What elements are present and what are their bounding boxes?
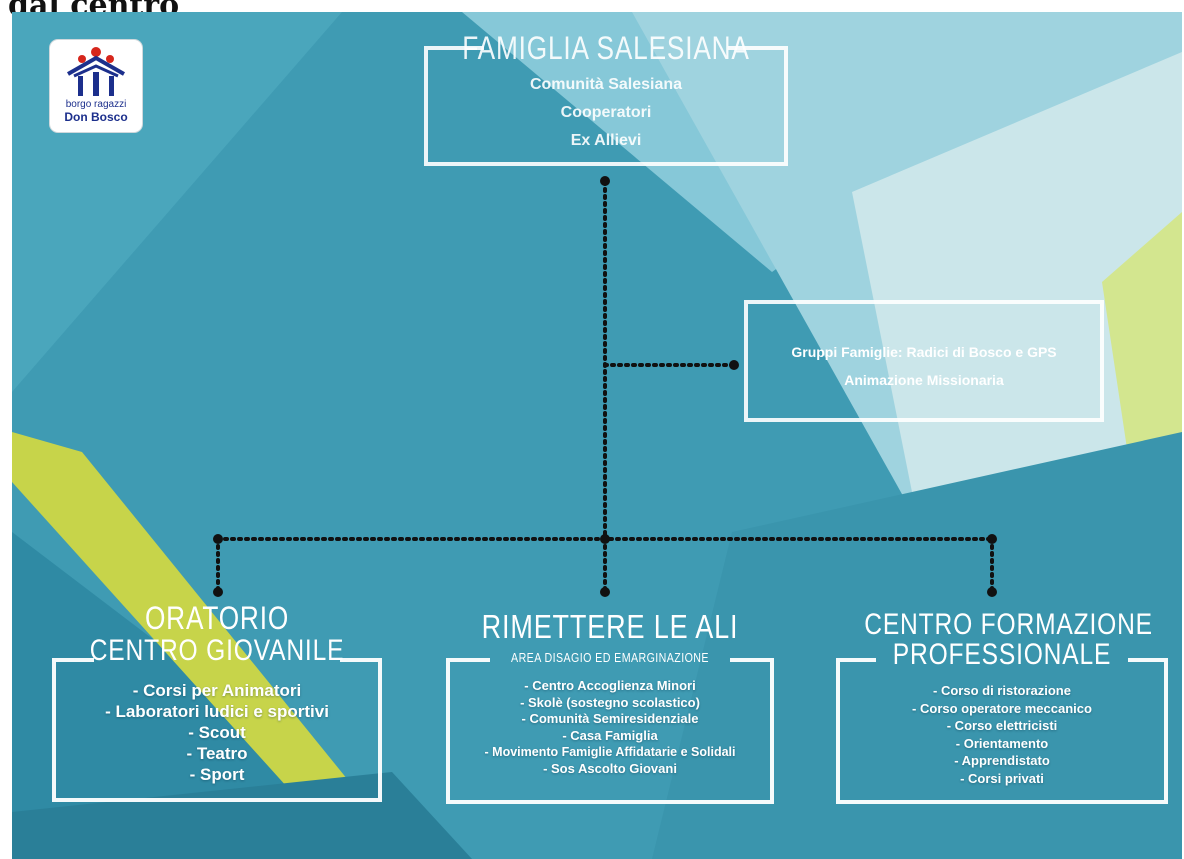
centro-formazione-item: - Apprendistato — [954, 753, 1050, 768]
rimettere-item: - Casa Famiglia — [562, 727, 658, 743]
box-frame — [424, 46, 788, 166]
diagram-canvas: borgo ragazzi Don Bosco FAMIGLIA SALESIA… — [12, 12, 1182, 859]
top-item-3: Ex Allievi — [570, 132, 642, 149]
famiglia-salesiana-title: FAMIGLIA SALESIANA — [462, 30, 750, 66]
oratorio-item: - Sport — [189, 765, 245, 784]
oratorio-item: - Scout — [188, 723, 246, 742]
oratorio-list: - Corsi per Animatori - Laboratori ludic… — [50, 680, 384, 785]
box-frame — [744, 300, 1104, 422]
centro-formazione-item: - Corso elettricisti — [946, 718, 1058, 733]
rimettere-subtitle: AREA DISAGIO ED EMARGINAZIONE — [511, 650, 709, 665]
logo-houses-icon — [67, 47, 125, 96]
rimettere-item: - Comunità Semiresidenziale — [521, 711, 699, 726]
box-frame — [52, 658, 382, 802]
rimettere-item: - Sos Ascolto Giovani — [543, 760, 677, 776]
org-connectors — [213, 176, 997, 597]
oratorio-item: - Laboratori ludici e sportivi — [105, 702, 329, 721]
side-item-1: Gruppi Famiglie: Radici di Bosco e GPS — [791, 344, 1057, 360]
side-item-2: Animazione Missionaria — [844, 372, 1004, 388]
centro-formazione-box: CENTRO FORMAZIONE PROFESSIONALE - Corso … — [834, 608, 1170, 806]
centro-formazione-list: - Corso di ristorazione - Corso operator… — [834, 682, 1170, 787]
top-item-1: Comunità Salesiana — [529, 76, 683, 93]
centro-formazione-title-line1: CENTRO FORMAZIONE — [864, 608, 1153, 641]
oratorio-item: - Teatro — [186, 744, 248, 763]
oratorio-title-line2: CENTRO GIOVANILE — [89, 634, 345, 667]
oratorio-title-line1: ORATORIO — [144, 600, 290, 636]
box-frame — [446, 658, 774, 804]
rimettere-item: - Skolè (sostegno scolastico) — [520, 694, 700, 710]
rimettere-list: - Centro Accoglienza Minori - Skolè (sos… — [444, 678, 776, 777]
centro-formazione-item: - Corso di ristorazione — [933, 683, 1071, 698]
famiglia-salesiana-box: FAMIGLIA SALESIANA Comunità Salesiana Co… — [422, 30, 790, 168]
logo-line2: Don Bosco — [64, 110, 128, 124]
rimettere-title: RIMETTERE LE ALI — [481, 608, 739, 645]
centro-formazione-item: - Orientamento — [955, 735, 1049, 751]
logo-line1: borgo ragazzi — [65, 99, 127, 110]
rimettere-le-ali-box: RIMETTERE LE ALI AREA DISAGIO ED EMARGIN… — [444, 608, 776, 806]
logo: borgo ragazzi Don Bosco — [50, 40, 142, 132]
oratorio-box: ORATORIO CENTRO GIOVANILE - Corsi per An… — [50, 600, 384, 806]
centro-formazione-item: - Corsi privati — [960, 770, 1044, 786]
oratorio-item: - Corsi per Animatori — [132, 681, 302, 700]
top-item-2: Cooperatori — [560, 104, 652, 121]
centro-formazione-title-line2: PROFESSIONALE — [892, 638, 1112, 671]
gruppi-famiglie-box: Gruppi Famiglie: Radici di Bosco e GPS A… — [744, 300, 1104, 424]
rimettere-item: - Movimento Famiglie Affidatarie e Solid… — [484, 745, 736, 759]
rimettere-item: - Centro Accoglienza Minori — [524, 678, 696, 693]
box-frame — [836, 658, 1168, 804]
centro-formazione-item: - Corso operatore meccanico — [912, 700, 1092, 716]
